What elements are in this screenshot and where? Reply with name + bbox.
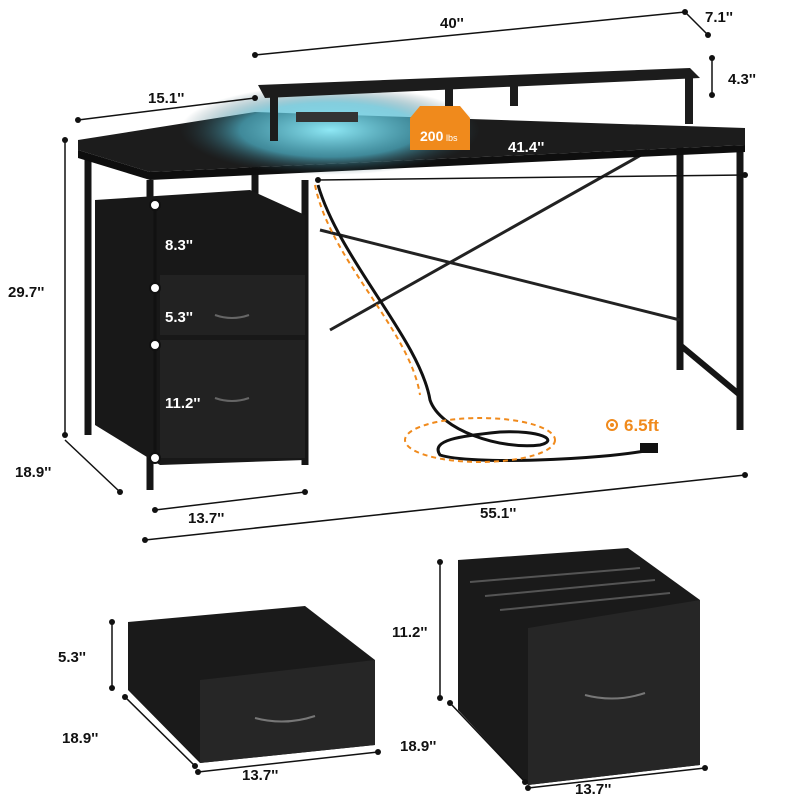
power-strip xyxy=(296,112,358,122)
large-drawer-height-label: 11.2'' xyxy=(165,395,201,412)
side-width-label: 15.1'' xyxy=(148,90,184,107)
dimension-lines xyxy=(62,9,748,543)
riser-width-label: 40'' xyxy=(440,15,464,32)
small-drawer-depth: 18.9'' xyxy=(62,730,98,747)
cord-length-label: 6.5ft xyxy=(624,416,659,435)
desk-height-label: 29.7'' xyxy=(8,284,44,301)
svg-text:200: 200 xyxy=(420,128,444,144)
drawer-large xyxy=(160,340,305,458)
load-capacity-badge: 200 lbs xyxy=(410,106,470,150)
svg-text:lbs: lbs xyxy=(446,133,458,143)
large-drawer-depth: 18.9'' xyxy=(400,738,436,755)
small-drawer-width: 13.7'' xyxy=(242,767,278,784)
open-width-label: 41.4'' xyxy=(508,139,544,156)
large-drawer-illustration xyxy=(437,548,708,791)
desk-illustration xyxy=(78,68,745,490)
large-drawer-width: 13.7'' xyxy=(575,781,611,798)
drawer-small xyxy=(160,275,305,335)
small-drawer-illustration xyxy=(109,606,381,775)
small-drawer-height: 5.3'' xyxy=(58,649,86,666)
cord-marker-icon xyxy=(606,419,618,431)
total-width-label: 55.1'' xyxy=(480,505,516,522)
riser-depth-label: 7.1'' xyxy=(705,9,733,26)
cabinet-width-label: 13.7'' xyxy=(188,510,224,527)
power-plug xyxy=(640,443,658,453)
large-drawer-height: 11.2'' xyxy=(392,624,428,641)
riser-height-label: 4.3'' xyxy=(728,71,756,88)
desk-depth-label: 18.9'' xyxy=(15,464,51,481)
small-drawer-height-label: 5.3'' xyxy=(165,309,193,326)
drawer-gap-label: 8.3'' xyxy=(165,237,193,254)
